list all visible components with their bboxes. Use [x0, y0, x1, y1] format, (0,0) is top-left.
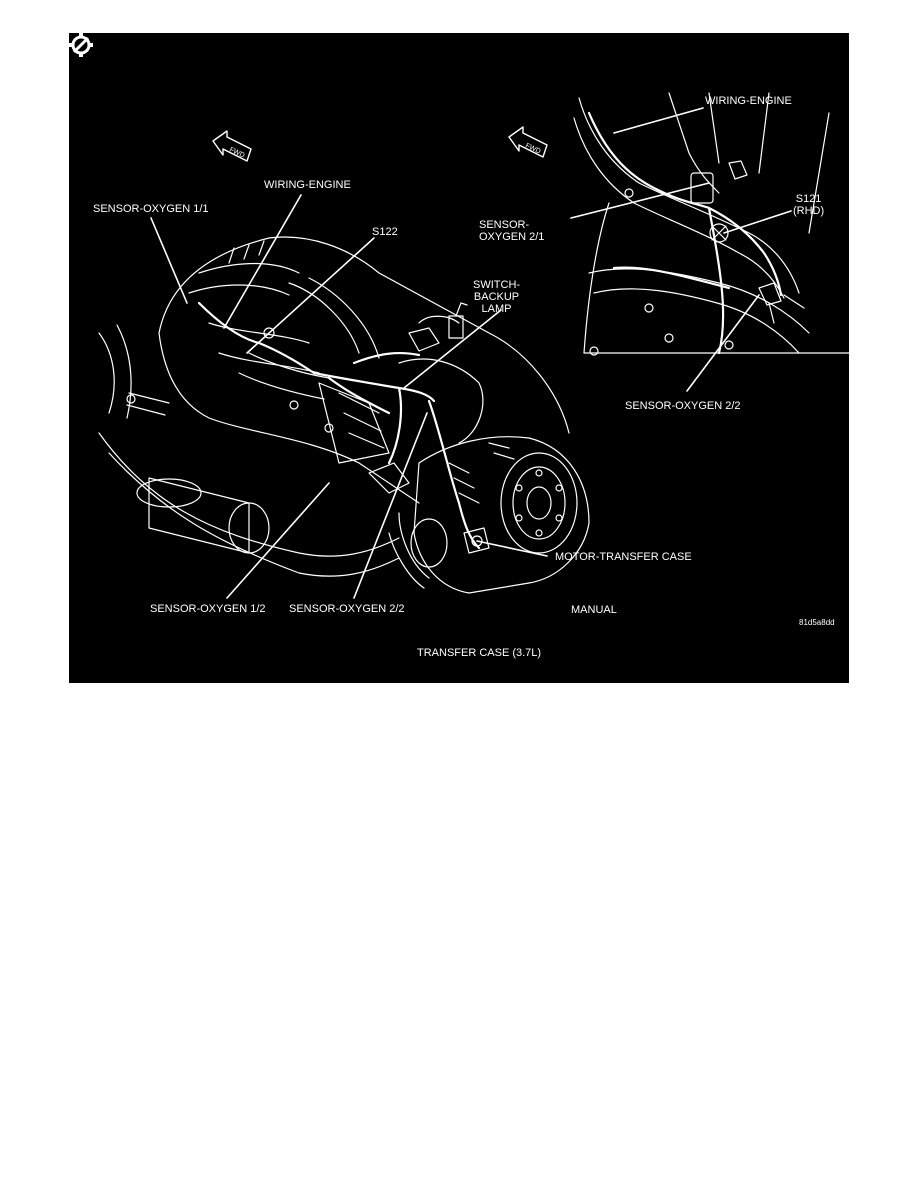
label-sensor-oxygen-1-2: SENSOR-OXYGEN 1/2	[150, 603, 266, 615]
label-switch-backup-lamp: SWITCH- BACKUP LAMP	[473, 279, 521, 315]
label-s121-rhd: S121 (RHD)	[793, 193, 825, 217]
label-s122: S122	[372, 226, 398, 238]
label-sensor-oxygen-1-1: SENSOR-OXYGEN 1/1	[93, 203, 209, 215]
fwd-arrow-right-icon: FWD	[508, 126, 548, 158]
label-sensor-oxygen-2-2-bottom: SENSOR-OXYGEN 2/2	[289, 603, 405, 615]
inset-view	[573, 92, 849, 356]
fwd-arrow-left-icon: FWD	[212, 130, 252, 162]
figure-caption: TRANSFER CASE (3.7L)	[417, 647, 542, 659]
label-wiring-engine-right: WIRING-ENGINE	[705, 95, 792, 107]
figure-code: 81d5a8dd	[799, 618, 835, 627]
label-motor-transfer-case: MOTOR-TRANSFER CASE	[555, 551, 692, 563]
leader-lines	[150, 107, 792, 599]
transmission-housing	[158, 236, 570, 504]
wiring-harness-inset	[587, 111, 783, 355]
label-manual: MANUAL	[571, 604, 617, 616]
line-art: FWD FWD	[98, 92, 849, 599]
label-wiring-engine-left: WIRING-ENGINE	[264, 179, 351, 191]
transfer-case	[388, 436, 590, 594]
diagram-figure: FWD FWD	[69, 33, 849, 683]
gear-logo-icon	[69, 33, 93, 57]
wiring-harness-left	[197, 301, 481, 550]
label-sensor-oxygen-2-2-right: SENSOR-OXYGEN 2/2	[625, 400, 741, 412]
label-sensor-oxygen-2-1: SENSOR- OXYGEN 2/1	[479, 219, 545, 243]
